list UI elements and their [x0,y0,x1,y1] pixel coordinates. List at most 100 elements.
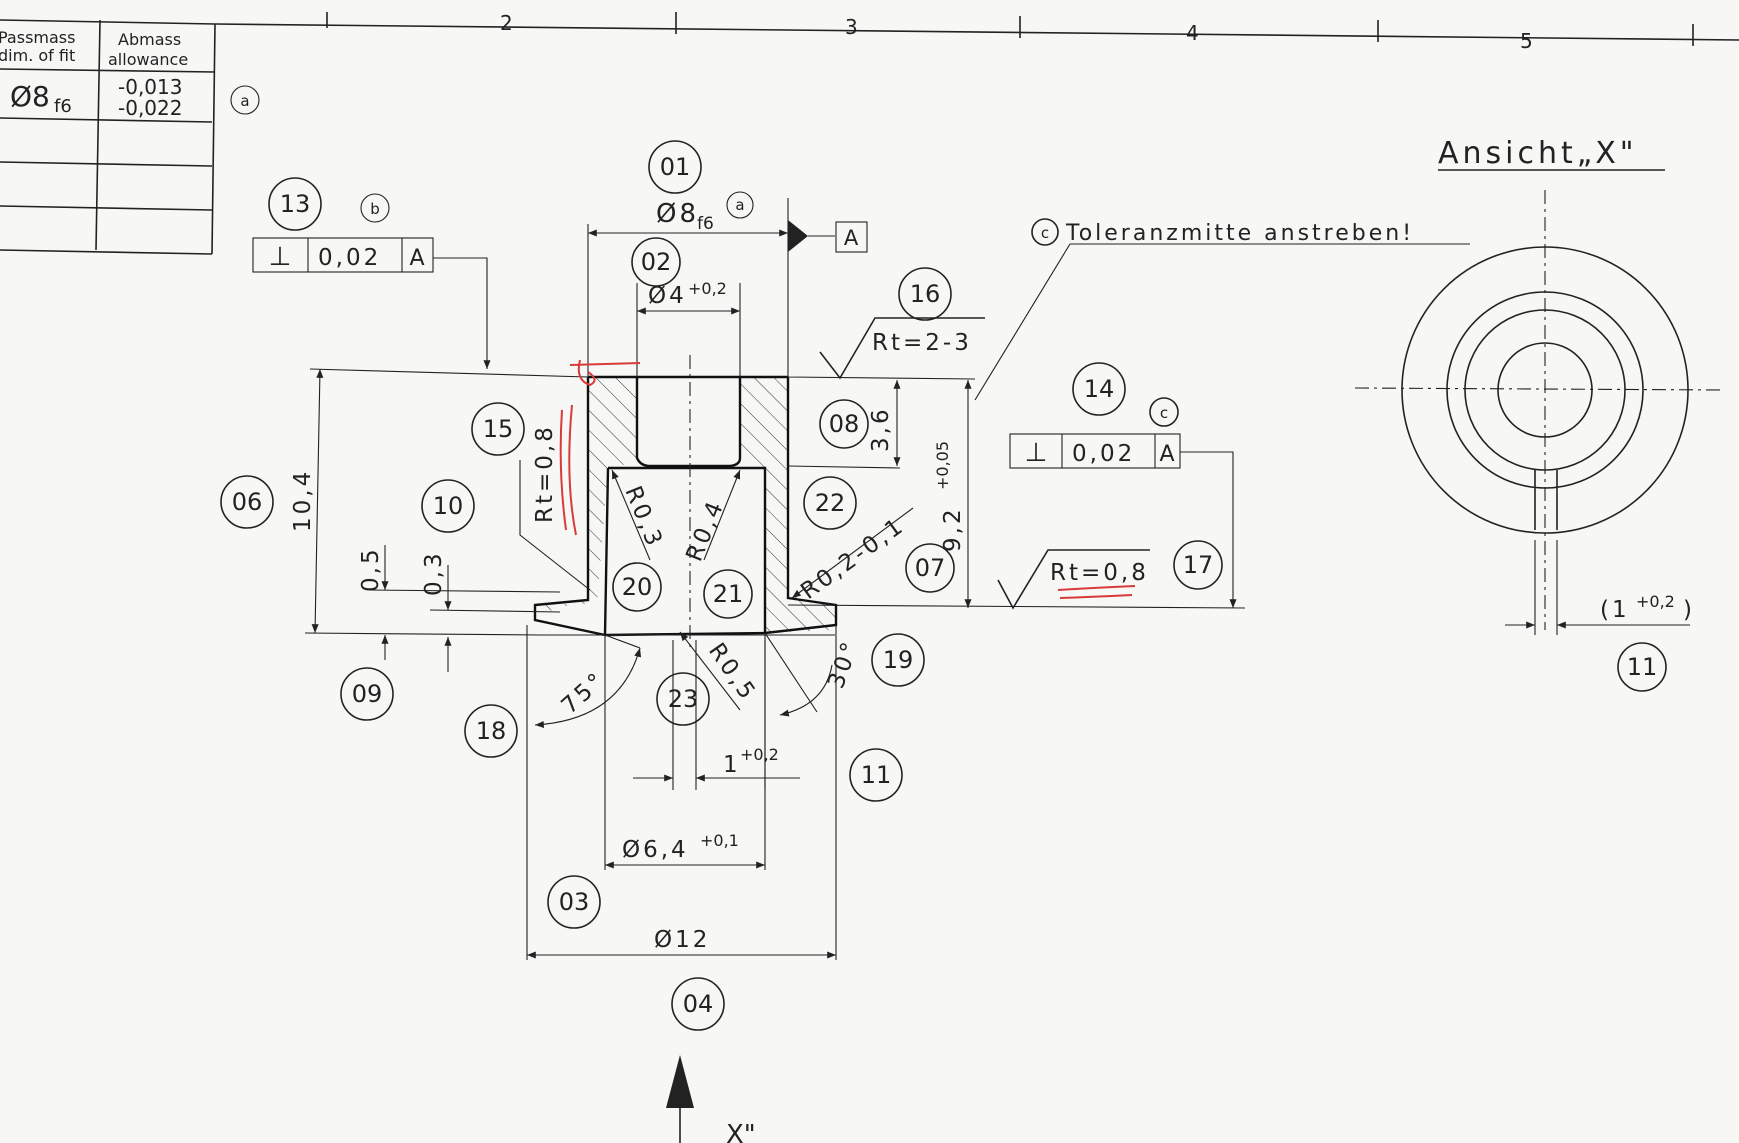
balloon-20 [612,562,662,612]
balloon-07 [905,543,955,593]
dim-r02: R0,2-0,1 [796,512,910,604]
zone-4: 4 [1186,21,1199,45]
balloon-11-side [1617,642,1667,692]
perpendicularity-frame-2: ⊥ 0,02 A [1009,433,1181,469]
dim-r05: R0,5 [703,639,761,707]
dim-h104: 10,4 [290,469,316,532]
svg-text:07: 07 [915,554,946,582]
side-dim-w1: (1 [1600,597,1630,623]
table-fit-value: Ø8 [10,80,50,113]
bore-lower [603,466,767,636]
view-arrow-label: X" [726,1120,756,1143]
perp1-symbol: ⊥ [269,242,292,272]
note-text: Toleranzmitte anstreben! [1065,221,1414,246]
svg-text:19: 19 [883,646,914,674]
red-underline [1057,585,1136,599]
svg-text:03: 03 [559,888,590,916]
balloons: 01 02 03 04 06 07 08 09 10 11 13 14 15 1… [220,140,1667,1031]
balloon-02 [631,237,681,287]
datum-label: A [844,226,859,250]
balloon-21 [703,569,753,619]
svg-text:21: 21 [713,580,744,608]
perp2-value: 0,02 [1072,441,1135,467]
dim-a30: 30° [823,636,864,692]
red-markup [559,359,641,536]
dim-w1-tol: +0,2 [740,745,779,764]
dim-a75: 75° [557,667,611,720]
ref-a-label: a [735,196,744,214]
balloon-14 [1072,362,1126,416]
svg-text:01: 01 [660,153,691,181]
dim-h03: 0,3 [421,550,447,596]
table-lower-allowance: -0,022 [118,96,182,120]
hatch-left [535,377,637,615]
svg-text:17: 17 [1183,551,1214,579]
balloon-04 [671,977,725,1031]
dim-h05: 0,5 [358,546,384,592]
svg-text:18: 18 [476,717,507,745]
surface-rt-top: Rt=2-3 [872,330,972,356]
svg-text:11: 11 [861,761,892,789]
svg-text:14: 14 [1084,375,1115,403]
dim-d64: Ø6,4 [622,837,689,863]
table-ref-label: a [240,92,249,110]
table-upper-allowance: -0,013 [118,75,182,99]
balloon-13 [268,177,322,231]
balloon-08 [819,399,869,449]
side-dim-w1-close: ) [1683,597,1695,623]
table-header-allowance: allowance [108,50,188,69]
datum-box [835,221,868,253]
balloon-15 [471,402,525,456]
zone-2: 2 [500,11,513,35]
surface-rt-right: Rt=0,8 [1050,560,1149,586]
surface-rt-left: Rt=0,8 [532,424,558,523]
balloon-16 [898,267,952,321]
svg-text:02: 02 [641,248,672,276]
svg-text:23: 23 [668,685,699,713]
balloon-06 [220,475,274,529]
balloon-10 [421,479,475,533]
perp1-value: 0,02 [318,245,381,271]
table-fit-sub: f6 [54,96,72,117]
perp1-datum: A [409,246,424,271]
ref-b-circle [360,193,390,223]
ref-a-circle [726,191,754,219]
balloon-23 [656,672,710,726]
note-ref-label: c [1041,224,1049,242]
dim-d8: Ø8 [656,199,699,229]
perp2-symbol: ⊥ [1025,438,1048,468]
ref-c-circle [1149,397,1179,427]
frame-top: 2 3 4 5 [214,11,1739,53]
svg-text:09: 09 [352,680,383,708]
dim-w1: 1 [723,752,741,778]
view-title: Ansicht„X" [1438,136,1638,171]
side-view: Ansicht„X" (1 +0,2 ) [1354,136,1726,635]
dim-h36: 3,6 [868,406,894,452]
side-dim-w1-tol: +0,2 [1636,592,1675,611]
section-view: Ø8 f6 a A Ø4 +0,2 Rt=2-3 3,6 9,2 +0,05 1… [252,191,1470,1143]
table-header-passmass: Passmass [0,28,75,47]
dim-d12: Ø12 [654,927,710,953]
balloon-17 [1173,540,1223,590]
dim-d4: Ø4 [648,283,687,309]
svg-text:22: 22 [815,489,846,517]
dim-d8-sub: f6 [697,214,714,234]
ref-c-label: c [1160,404,1168,422]
zone-3: 3 [845,15,858,39]
dim-r04: R0,4 [681,496,729,566]
zone-5: 5 [1520,29,1533,53]
dim-h92-tol: +0,05 [933,441,952,490]
note-ref-circle [1031,218,1059,246]
balloon-18 [464,704,518,758]
balloon-01 [648,140,702,194]
balloon-22 [803,476,857,530]
ref-b-label: b [370,200,380,218]
svg-text:16: 16 [910,280,941,308]
svg-text:15: 15 [483,415,514,443]
dim-h92: 9,2 [940,506,966,552]
svg-text:08: 08 [829,410,860,438]
dim-r03: R0,3 [619,483,667,553]
table-ref-circle [230,85,260,115]
balloon-09 [340,667,394,721]
